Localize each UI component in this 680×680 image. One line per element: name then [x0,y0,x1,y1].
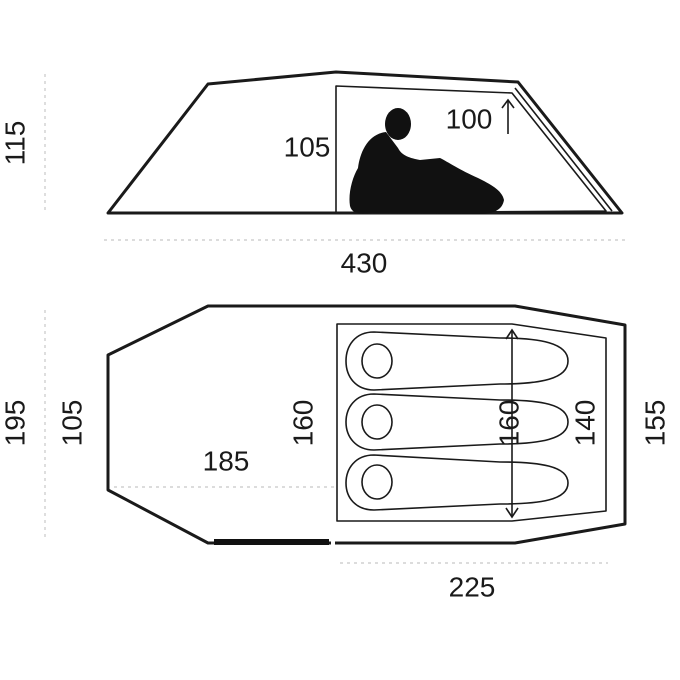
inner-tent-floor-outline [336,323,607,522]
side-length-label: 430 [341,247,388,278]
person-silhouette-icon [349,108,504,215]
vestibule-height-arrow [501,98,515,134]
vestibule-height-label: 100 [446,103,493,134]
floor-total-width-label: 195 [0,400,30,447]
tent-side-outline [106,70,624,215]
side-view: 115 430 105 100 [0,70,625,278]
floor-plan: 195 105 160 185 225 160 140 155 [0,304,670,602]
inner-foot-width-label: 140 [569,400,600,447]
tent-floor-outline [106,304,627,545]
sleeping-bag [345,331,569,391]
inner-height-label: 105 [284,131,331,162]
sleeping-bag [345,454,569,511]
inner-head-width-label: 160 [493,400,524,447]
front-width-label: 105 [56,400,87,447]
vestibule-width-label: 160 [287,400,318,447]
inner-tent-side-outline [335,85,607,214]
inner-length-label: 225 [449,571,496,602]
sleeping-bag [345,393,569,451]
rear-width-label: 155 [639,400,670,447]
side-inner-double-line [514,87,613,212]
side-height-label: 115 [0,121,30,166]
vestibule-length-label: 185 [203,445,250,476]
inner-width-double-arrow [505,328,519,519]
